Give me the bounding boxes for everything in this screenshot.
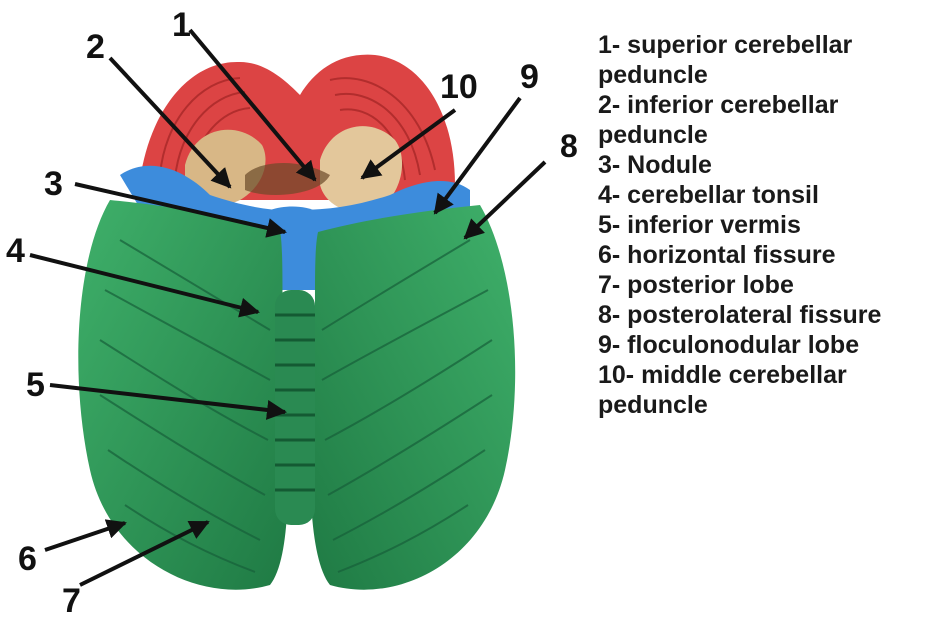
- callout-1: 1: [172, 6, 191, 44]
- arrow-8: [465, 162, 545, 238]
- legend-item: 7- posterior lobe: [598, 270, 928, 300]
- legend: 1- superior cerebellar peduncle 2- infer…: [598, 30, 928, 420]
- callout-6: 6: [18, 540, 37, 578]
- legend-item-label: 7- posterior lobe: [598, 270, 928, 300]
- legend-item-label: 3- Nodule: [598, 150, 928, 180]
- callout-10: 10: [440, 68, 478, 106]
- legend-item: 5- inferior vermis: [598, 210, 928, 240]
- legend-item-label: 6- horizontal fissure: [598, 240, 928, 270]
- legend-item: 8- posterolateral fissure: [598, 300, 928, 330]
- legend-item: 10- middle cerebellar peduncle: [598, 360, 928, 420]
- callout-4: 4: [6, 232, 25, 270]
- legend-item-label: 10- middle cerebellar peduncle: [598, 360, 928, 420]
- callout-5: 5: [26, 366, 45, 404]
- callout-3: 3: [44, 165, 63, 203]
- legend-item: 6- horizontal fissure: [598, 240, 928, 270]
- legend-item-label: 4- cerebellar tonsil: [598, 180, 928, 210]
- legend-item: 2- inferior cerebellar peduncle: [598, 90, 928, 150]
- legend-item: 9- floculonodular lobe: [598, 330, 928, 360]
- legend-item-label: 5- inferior vermis: [598, 210, 928, 240]
- legend-item-label: 9- floculonodular lobe: [598, 330, 928, 360]
- legend-item-label: 1- superior cerebellar peduncle: [598, 30, 928, 90]
- inferior-vermis: [275, 290, 315, 525]
- cerebellum-diagram: 1 2 3 4 5 6 7 9 10: [0, 0, 590, 626]
- arrow-6: [45, 523, 125, 550]
- callout-2: 2: [86, 28, 105, 66]
- callout-7: 7: [62, 582, 81, 620]
- callout-9: 9: [520, 58, 539, 96]
- callout-8: 8: [560, 128, 578, 165]
- legend-item: 1- superior cerebellar peduncle: [598, 30, 928, 90]
- legend-item: 3- Nodule: [598, 150, 928, 180]
- legend-item: 4- cerebellar tonsil: [598, 180, 928, 210]
- legend-item-label: 2- inferior cerebellar peduncle: [598, 90, 928, 150]
- legend-item-label: 8- posterolateral fissure: [598, 300, 928, 330]
